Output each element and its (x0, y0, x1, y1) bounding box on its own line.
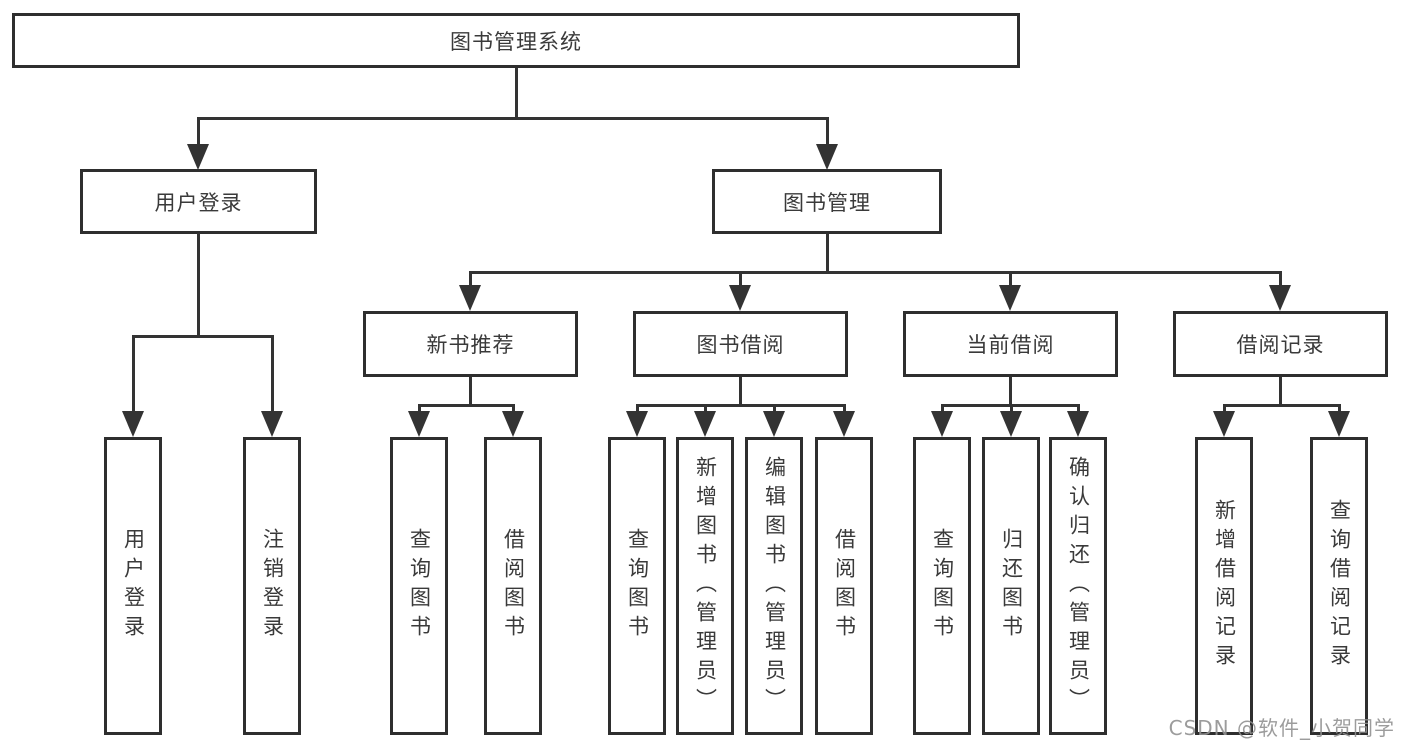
node-current-borrow: 当前借阅 (903, 311, 1118, 377)
leaf-add-book-admin-label: 新增图书（管理员） (693, 455, 718, 717)
connector-drop-leaf-logout (271, 335, 274, 415)
connector-drop (773, 404, 776, 414)
arrowhead-down-icon (694, 411, 716, 437)
node-user-login-label: 用户登录 (154, 190, 243, 215)
leaf-query-borrow-record-label: 查询借阅记录 (1327, 499, 1352, 673)
connector-drop (1010, 404, 1013, 414)
arrowhead-down-icon (261, 411, 283, 437)
arrowhead-down-icon (408, 411, 430, 437)
connector-drop (704, 404, 707, 414)
arrowhead-down-icon (122, 411, 144, 437)
leaf-borrow-books-recommend-label: 借阅图书 (501, 528, 526, 644)
node-user-login: 用户登录 (80, 169, 317, 234)
watermark-text: CSDN @软件_小贺同学 (1168, 716, 1395, 740)
node-book-management-label: 图书管理 (783, 190, 871, 215)
leaf-add-borrow-record-label: 新增借阅记录 (1212, 499, 1237, 673)
arrowhead-down-icon (502, 411, 524, 437)
leaf-confirm-return-admin: 确认归还（管理员） (1049, 437, 1107, 735)
leaf-borrow-books-label: 借阅图书 (832, 528, 857, 644)
node-new-book-recommend: 新书推荐 (363, 311, 578, 377)
arrowhead-down-icon (816, 144, 838, 170)
arrowhead-down-icon (1067, 411, 1089, 437)
leaf-logout-label: 注销登录 (260, 528, 285, 644)
arrowhead-down-icon (187, 144, 209, 170)
arrowhead-down-icon (999, 285, 1021, 311)
connector-drop (1223, 404, 1226, 414)
node-new-book-recommend-label: 新书推荐 (426, 333, 515, 357)
connector-book-management-stem (826, 234, 829, 273)
leaf-logout: 注销登录 (243, 437, 301, 735)
leaf-confirm-return-admin-label: 确认归还（管理员） (1066, 455, 1091, 717)
connector-drop-current-borrow (1009, 271, 1012, 289)
connector-new-book-stem (469, 377, 472, 406)
arrowhead-down-icon (1269, 285, 1291, 311)
leaf-query-books-recommend-label: 查询图书 (407, 528, 432, 644)
connector-drop (512, 404, 515, 414)
leaf-add-book-admin: 新增图书（管理员） (676, 437, 734, 735)
leaf-query-books-borrow: 查询图书 (608, 437, 666, 735)
connector-drop (636, 404, 639, 414)
leaf-user-login: 用户登录 (104, 437, 162, 735)
connector-book-borrow-rail (636, 404, 846, 407)
arrowhead-down-icon (931, 411, 953, 437)
connector-drop (1338, 404, 1341, 414)
leaf-query-books-recommend: 查询图书 (390, 437, 448, 735)
connector-new-book-rail (418, 404, 515, 407)
connector-borrow-records-stem (1279, 377, 1282, 406)
connector-borrow-records-rail (1223, 404, 1341, 407)
node-book-borrow: 图书借阅 (633, 311, 848, 377)
leaf-edit-book-admin: 编辑图书（管理员） (745, 437, 803, 735)
connector-drop-book-borrow (739, 271, 742, 289)
connector-drop-new-book (469, 271, 472, 289)
leaf-edit-book-admin-label: 编辑图书（管理员） (762, 455, 787, 717)
node-root-label: 图书管理系统 (450, 29, 582, 54)
leaf-query-books-borrow-label: 查询图书 (625, 528, 650, 644)
arrowhead-down-icon (1213, 411, 1235, 437)
leaf-query-books-current: 查询图书 (913, 437, 971, 735)
node-root: 图书管理系统 (12, 13, 1020, 68)
leaf-return-book: 归还图书 (982, 437, 1040, 735)
connector-book-management-rail (469, 271, 1282, 274)
arrowhead-down-icon (763, 411, 785, 437)
arrowhead-down-icon (1328, 411, 1350, 437)
connector-drop-leaf-user-login (132, 335, 135, 415)
leaf-add-borrow-record: 新增借阅记录 (1195, 437, 1253, 735)
leaf-query-books-current-label: 查询图书 (930, 528, 955, 644)
node-current-borrow-label: 当前借阅 (966, 333, 1055, 357)
connector-drop-user-login (197, 117, 200, 147)
arrowhead-down-icon (459, 285, 481, 311)
connector-root-stem (515, 68, 518, 118)
arrowhead-down-icon (626, 411, 648, 437)
node-book-borrow-label: 图书借阅 (696, 333, 785, 357)
leaf-borrow-books-recommend: 借阅图书 (484, 437, 542, 735)
node-borrow-records: 借阅记录 (1173, 311, 1388, 377)
connector-drop (843, 404, 846, 414)
connector-drop-borrow-records (1279, 271, 1282, 289)
connector-current-borrow-stem (1009, 377, 1012, 406)
connector-root-rail (197, 117, 829, 120)
arrowhead-down-icon (729, 285, 751, 311)
leaf-query-borrow-record: 查询借阅记录 (1310, 437, 1368, 735)
node-borrow-records-label: 借阅记录 (1236, 333, 1325, 357)
connector-drop (1077, 404, 1080, 414)
arrowhead-down-icon (1000, 411, 1022, 437)
arrowhead-down-icon (833, 411, 855, 437)
connector-user-login-rail (132, 335, 274, 338)
node-book-management: 图书管理 (712, 169, 942, 234)
connector-user-login-stem (197, 233, 200, 337)
connector-book-borrow-stem (739, 377, 742, 406)
connector-drop-book-management (826, 117, 829, 147)
leaf-return-book-label: 归还图书 (999, 528, 1024, 644)
connector-drop (941, 404, 944, 414)
leaf-user-login-label: 用户登录 (121, 528, 146, 644)
leaf-borrow-books: 借阅图书 (815, 437, 873, 735)
connector-drop (418, 404, 421, 414)
